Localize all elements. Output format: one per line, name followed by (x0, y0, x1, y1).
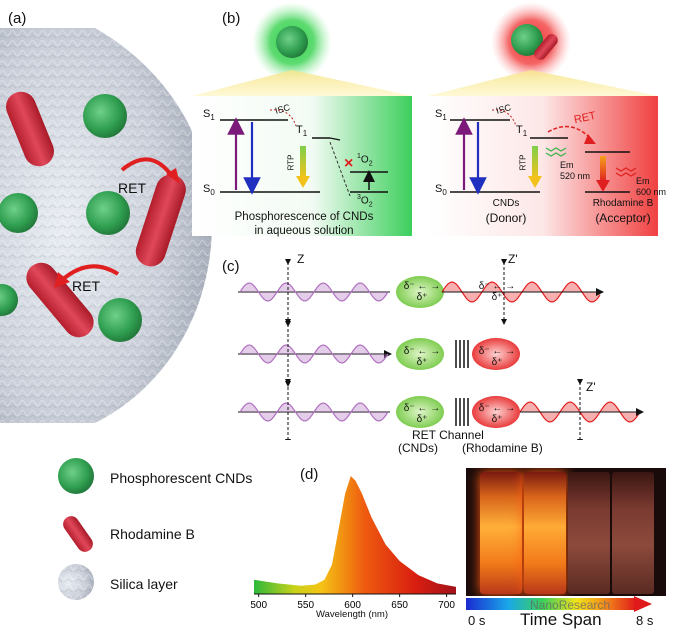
level-s0: S0 (203, 183, 215, 198)
cuvette-dim-2 (612, 472, 654, 594)
ret-label: RET (72, 278, 100, 294)
ret-arrow (120, 157, 174, 178)
cuvette-dim-1 (568, 472, 610, 594)
watermark: NanoResearch (530, 598, 611, 612)
cuvette-bright-2 (524, 472, 566, 594)
legend-silica-icon (58, 564, 94, 600)
em-520-label: Em 520 nm (560, 160, 591, 181)
panel-a-label: (a) (8, 10, 27, 27)
level-t1: T1 (516, 124, 528, 139)
emission-spectrum-chart: 500 550 600 650 700 (250, 476, 456, 611)
wave-line (239, 344, 389, 364)
rtp-label: RTP (518, 154, 528, 171)
dipole-label: δ⁻ ← → δ⁺ (403, 281, 441, 303)
level-t1: T1 (296, 124, 308, 139)
ret-arrow (60, 264, 120, 282)
ret-label: RET (118, 180, 146, 196)
caption-line: in aqueous solution (254, 225, 354, 237)
cnd-particle (86, 191, 130, 235)
acceptor-label: Rhodamine B (Acceptor) (592, 198, 654, 225)
time-end: 8 s (636, 613, 654, 628)
time-start: 0 s (468, 613, 486, 628)
cnd-particle (0, 284, 18, 316)
dipole-label: δ⁻ ← → δ⁺ (403, 346, 441, 368)
dipole-label: δ⁻ ← → δ⁺ (403, 403, 441, 425)
level-s1: S1 (203, 108, 215, 123)
cnd-dipole-oval (396, 396, 444, 428)
dipole-label: δ⁻ ← → δ⁺ (478, 403, 516, 425)
cnd-particle (98, 298, 142, 342)
panel-b-illustration: × (192, 2, 658, 236)
panel-b-label: (b) (222, 10, 241, 27)
rhodamine-dipole-oval (472, 396, 520, 428)
x-tick-label: 700 (438, 600, 455, 611)
ret-channel-label: RET Channel (412, 428, 484, 442)
z-axis-label: Z (297, 252, 305, 266)
time-span-bar (466, 598, 636, 610)
z-prime-axis-label: Z' (586, 380, 596, 394)
x-axis-label: Wavelength (nm) (316, 609, 388, 620)
wave-line (239, 282, 389, 302)
silica-sphere-illustration (0, 28, 212, 423)
rhodamine-paren-label: (Rhodamine B) (462, 441, 543, 455)
x-tick-label: 650 (391, 600, 408, 611)
rhodamine-dipole-oval (472, 338, 520, 370)
cnd-dipole-oval (396, 276, 444, 308)
legend-rhodamine-icon (63, 516, 93, 552)
legend-cnd-label: Phosphorescent CNDs (110, 470, 253, 486)
z-prime-axis-label: Z' (508, 252, 518, 266)
x-tick-label: 550 (297, 600, 314, 611)
legend-silica-label: Silica layer (110, 576, 178, 592)
caption-line: Phosphorescence of CNDs (234, 211, 374, 223)
panel-c-label: (c) (222, 258, 240, 275)
rhodamine-rod (135, 174, 186, 267)
wave-line (441, 281, 601, 303)
dipole-label: δ⁻ ← → δ⁺ (478, 281, 516, 303)
donor-label: CNDs (Donor) (485, 198, 527, 225)
x-tick-label: 500 (250, 600, 267, 611)
rhodamine-rod (26, 262, 94, 338)
cnds-paren-label: (CNDs) (398, 441, 438, 455)
cuvette-photo (466, 468, 666, 596)
level-s1: S1 (435, 108, 447, 123)
ret-arrowhead (166, 168, 180, 184)
cuvette-bright-1 (480, 472, 522, 594)
legend-rhodamine-label: Rhodamine B (110, 526, 195, 542)
rhodamine-rod (6, 91, 54, 167)
time-span-label: Time Span (520, 610, 602, 629)
x-tick-label: 600 (344, 600, 361, 611)
cnd-particle (83, 94, 127, 138)
svg-text:×: × (344, 155, 353, 172)
dipole-label: δ⁻ ← → δ⁺ (478, 346, 516, 368)
time-arrow-icon (634, 596, 652, 612)
legend-cnd-icon (58, 458, 94, 494)
caption-left: Phosphorescence of CNDs in aqueous solut… (204, 210, 404, 238)
panel-c-illustration (238, 259, 644, 440)
spectrum-area (254, 476, 456, 594)
wave-line (239, 402, 389, 422)
cnd-dipole-oval (396, 338, 444, 370)
triplet-oxygen: 3O2 (357, 194, 373, 209)
cnd-particle (0, 193, 38, 233)
panel-d-label: (d) (300, 466, 319, 483)
em-600-label: Em 600 nm (636, 176, 667, 197)
level-s0: S0 (435, 183, 447, 198)
singlet-oxygen: 1O2 (357, 153, 373, 168)
ret-arrowhead (54, 272, 70, 288)
rtp-label: RTP (286, 154, 296, 171)
